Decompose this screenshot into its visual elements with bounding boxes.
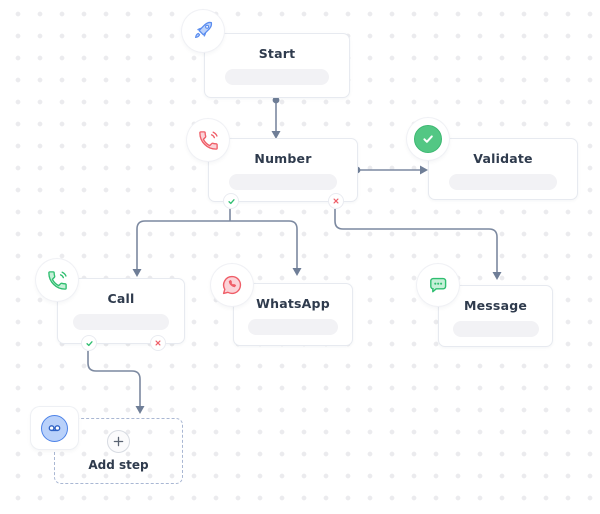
- node-title: Message: [463, 298, 528, 313]
- node-call[interactable]: Call: [57, 278, 185, 350]
- success-handle-check-icon[interactable]: [224, 194, 238, 208]
- node-placeholder: [73, 314, 169, 330]
- node-title: Call: [107, 291, 135, 306]
- arrowhead: [132, 269, 142, 277]
- failure-handle-x-icon[interactable]: [329, 194, 343, 208]
- node-validate[interactable]: Validate: [428, 138, 578, 200]
- arrowhead: [420, 165, 428, 175]
- edge-number-failure-message: [334, 209, 498, 273]
- arrowhead: [292, 268, 302, 276]
- node-placeholder: [452, 321, 539, 337]
- plus-icon[interactable]: [107, 430, 130, 453]
- phone-waves-icon: [187, 119, 229, 161]
- node-title: WhatsApp: [256, 296, 330, 311]
- add-step-label: Add step: [88, 458, 149, 472]
- failure-handle-x-icon[interactable]: [151, 336, 165, 350]
- check-circle-icon: [407, 118, 449, 160]
- voicemail-shortcut[interactable]: [31, 407, 78, 449]
- node-placeholder: [449, 174, 557, 190]
- phone-waves-icon: [36, 259, 78, 301]
- arrowhead: [135, 406, 145, 414]
- node-title: Number: [254, 151, 312, 166]
- rocket-icon: [182, 10, 224, 52]
- node-title: Validate: [473, 151, 533, 166]
- arrowhead: [492, 272, 502, 280]
- edge-call-success-addstep: [87, 351, 141, 407]
- whatsapp-icon: [211, 264, 253, 306]
- node-whatsapp[interactable]: WhatsApp: [233, 283, 353, 346]
- add-step-dropzone[interactable]: Add step: [54, 418, 183, 484]
- node-placeholder: [248, 319, 338, 335]
- chat-dots-icon: [417, 264, 459, 306]
- edge-number-success-split: [136, 220, 298, 270]
- node-number[interactable]: Number: [208, 138, 358, 208]
- node-start[interactable]: Start: [204, 33, 350, 98]
- node-placeholder: [225, 69, 329, 85]
- node-placeholder: [229, 174, 337, 190]
- node-title: Start: [258, 46, 296, 61]
- success-handle-check-icon[interactable]: [82, 336, 96, 350]
- node-message[interactable]: Message: [438, 285, 553, 347]
- voicemail-icon: [41, 414, 68, 442]
